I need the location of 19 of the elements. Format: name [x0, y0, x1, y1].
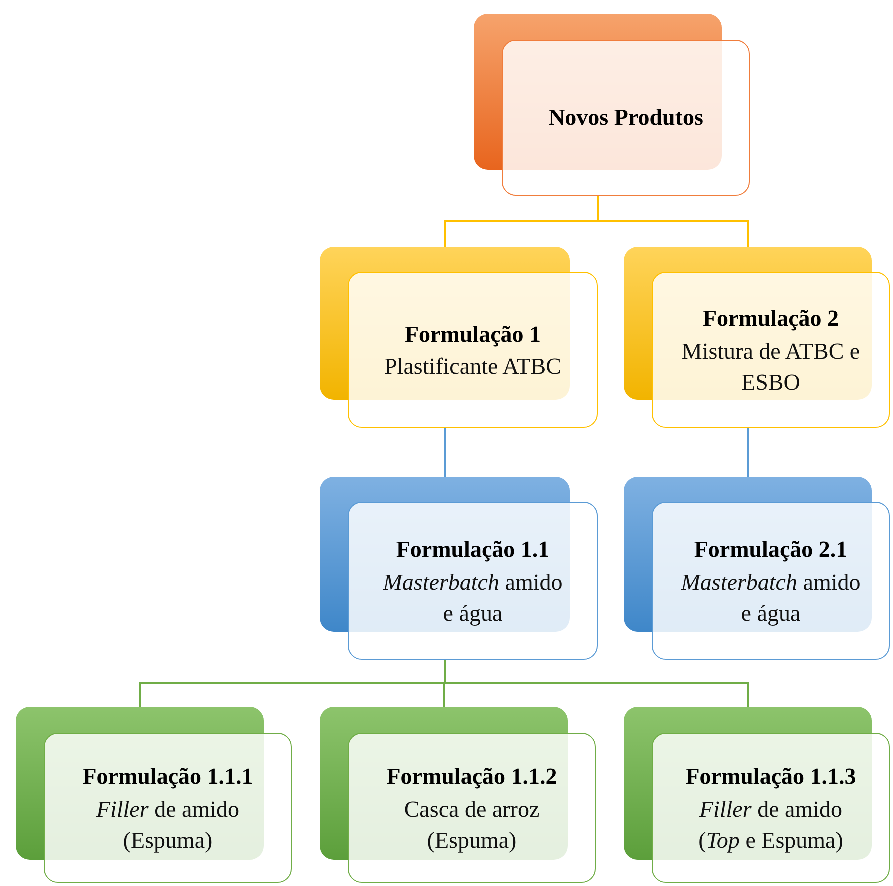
node-title: Formulação 2.1	[694, 536, 848, 564]
connector-line	[444, 428, 446, 477]
node-title: Formulação 1.1	[396, 536, 550, 564]
node-text: Masterbatch amido e água	[680, 568, 862, 628]
node-text: Filler de amido (Top e Espuma)	[698, 796, 844, 855]
node-title: Formulação 1.1.1	[82, 763, 254, 792]
node-title: Formulação 1.1.2	[386, 763, 558, 792]
node-text: Plastificante ATBC	[384, 353, 562, 382]
node-text: Casca de arroz (Espuma)	[403, 796, 541, 855]
node-text: Mistura de ATBC e ESBO	[680, 338, 862, 397]
node-title: Formulação 2	[702, 305, 840, 334]
node-text: Masterbatch amido e água	[382, 568, 564, 628]
node-title: Formulação 1.1.3	[686, 763, 856, 792]
connector-line	[747, 428, 749, 477]
node-text: Filler de amido (Espuma)	[95, 796, 241, 855]
node-title: Formulação 1	[404, 320, 542, 349]
connector-line	[597, 196, 749, 247]
connector-line	[444, 660, 749, 707]
node-title: Novos Produtos	[548, 104, 704, 132]
